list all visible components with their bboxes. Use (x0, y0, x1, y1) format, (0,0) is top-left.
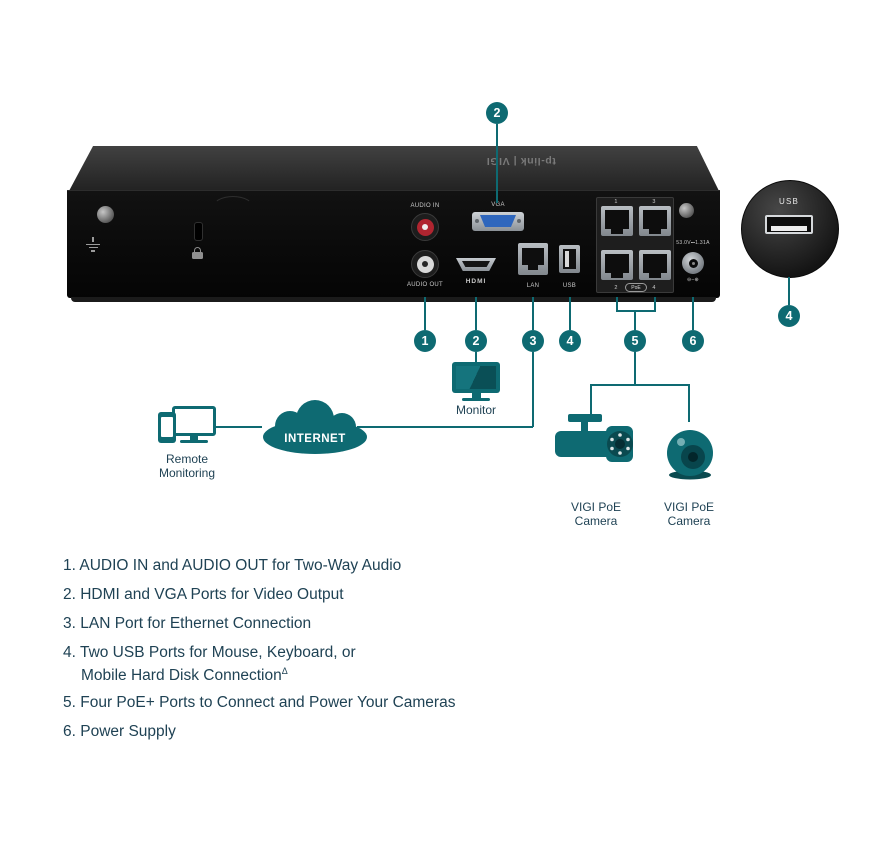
poe-2-label: 2 (614, 285, 618, 291)
bullet-camera-icon (555, 414, 633, 462)
line-to-internet-h (357, 426, 533, 428)
poe-1-label: 1 (614, 199, 618, 205)
monitor-base (462, 398, 490, 401)
callout-line-usb (788, 277, 790, 305)
power-rating-label: 53.0V⎓1.31A (676, 240, 710, 246)
callout-4: 4 (559, 330, 581, 352)
audio-in-label: AUDIO IN (410, 203, 440, 209)
poe-label: PoE (625, 283, 647, 292)
audio-in-port (411, 213, 439, 241)
usb-detail-label: USB (778, 197, 800, 206)
legend-item-2: 2. HDMI and VGA Ports for Video Output (63, 586, 344, 603)
line-to-camera-1 (590, 384, 592, 416)
poe-port-3 (639, 206, 671, 236)
legend-item-4-line2: Mobile Hard Disk ConnectionΔ (81, 666, 288, 685)
callout-5: 5 (624, 330, 646, 352)
monitor-screen (456, 366, 496, 389)
panel-groove (212, 196, 254, 220)
usb-port (559, 245, 580, 273)
callout-1: 1 (414, 330, 436, 352)
callout-line-3 (532, 297, 534, 330)
monitor-label: Monitor (455, 403, 496, 417)
legend-item-4-line2-text: Mobile Hard Disk Connection (81, 667, 282, 685)
line-to-internet-v (532, 352, 534, 427)
poe-3-label: 3 (652, 199, 656, 205)
footnote-mark: Δ (281, 666, 288, 676)
callout-line-5b (654, 297, 656, 311)
screw-icon (679, 203, 694, 218)
camera1-label-line2: Camera (574, 514, 618, 528)
kensington-slot (194, 222, 203, 241)
remote-monitor-base (180, 440, 208, 443)
lan-label: LAN (526, 283, 540, 289)
camera2-label-line2: Camera (667, 514, 711, 528)
dome-camera-icon (667, 430, 713, 480)
callout-line-vga (496, 124, 498, 203)
smartphone-screen (161, 417, 173, 437)
lock-icon (192, 247, 203, 259)
hdmi-label: HDMI (465, 278, 487, 285)
usb-label: USB (562, 283, 577, 289)
callout-line-1 (424, 297, 426, 330)
legend-item-3: 3. LAN Port for Ethernet Connection (63, 615, 312, 632)
legend-item-1: 1. AUDIO IN and AUDIO OUT for Two-Way Au… (63, 557, 402, 574)
callout-line-5a (616, 297, 618, 311)
callout-line-4 (569, 297, 571, 330)
callout-3: 3 (522, 330, 544, 352)
audio-out-label: AUDIO OUT (406, 282, 444, 288)
legend-item-6: 6. Power Supply (63, 723, 176, 740)
vga-port (472, 212, 524, 231)
usb-a-port-icon (765, 215, 813, 234)
hdmi-port-slot (462, 261, 490, 267)
remote-label-line1: Remote (165, 452, 209, 466)
poe-port-4 (639, 250, 671, 280)
poe-4-label: 4 (652, 285, 656, 291)
callout-2: 2 (465, 330, 487, 352)
lan-port (518, 243, 548, 275)
line-to-cameras-v (634, 352, 636, 385)
vga-label: VGA (491, 202, 505, 208)
ground-icon (86, 237, 100, 252)
line-to-monitor (475, 352, 477, 363)
legend-item-4: 4. Two USB Ports for Mouse, Keyboard, or (63, 644, 356, 661)
line-to-cameras-h (591, 384, 690, 386)
audio-out-port (411, 250, 439, 278)
poe-port-2 (601, 250, 633, 280)
remote-label-line2: Monitoring (158, 466, 216, 480)
remote-monitor-icon (172, 406, 216, 436)
line-to-camera-2 (688, 384, 690, 422)
callout-6: 6 (682, 330, 704, 352)
callout-line-6 (692, 297, 694, 330)
callout-line-5-bracket (616, 310, 656, 312)
poe-port-block (596, 197, 674, 293)
internet-cloud-icon: INTERNET (263, 400, 367, 454)
remote-monitor-stand (190, 436, 198, 440)
callout-4-usb: 4 (778, 305, 800, 327)
internet-label: INTERNET (284, 433, 346, 445)
usb-a-tongue (771, 226, 807, 231)
device-top-face: tp-link | VIGI (69, 146, 719, 191)
callout-line-2 (475, 297, 477, 330)
device-bottom-edge (71, 297, 716, 302)
screw-icon (97, 206, 114, 223)
line-remote-to-cloud (212, 426, 262, 428)
callout-2-top: 2 (486, 102, 508, 124)
monitor-stand (472, 393, 481, 398)
camera1-label-line1: VIGI PoE (570, 500, 622, 514)
power-jack (682, 252, 704, 274)
callout-line-5c (634, 310, 636, 330)
camera2-label-line1: VIGI PoE (663, 500, 715, 514)
poe-port-1 (601, 206, 633, 236)
legend-item-5: 5. Four PoE+ Ports to Connect and Power … (63, 694, 456, 711)
power-polarity-icon: ⊖–⊕ (686, 277, 700, 283)
